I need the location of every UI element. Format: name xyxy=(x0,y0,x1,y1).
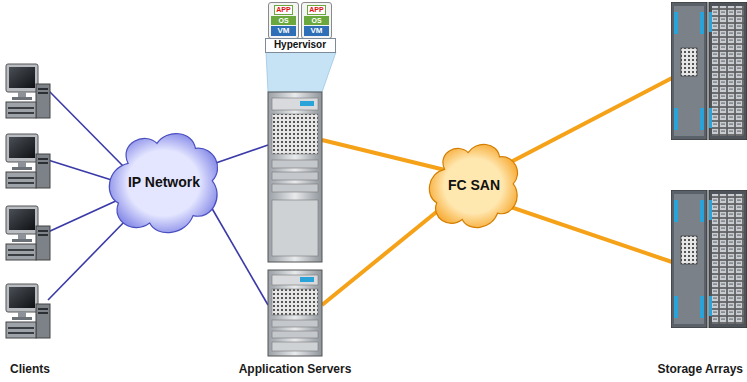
fc-san-cloud: FC SAN xyxy=(425,138,523,232)
hypervisor-bar: Hypervisor xyxy=(265,38,336,53)
node-text: OS xyxy=(304,16,329,25)
node-text: VM xyxy=(271,26,296,36)
node-text: Hypervisor xyxy=(270,39,331,51)
ip-network-cloud: IP Network xyxy=(104,126,224,238)
node-text: IP Network xyxy=(128,174,200,191)
node-text: APP xyxy=(307,5,326,15)
node-text: APP xyxy=(274,5,293,15)
group-label: Application Servers xyxy=(239,362,352,376)
cloud-text-group: FC SAN xyxy=(448,177,500,194)
virtual-machine: APPOSVM xyxy=(301,2,332,39)
group-label: Clients xyxy=(10,362,50,376)
virtual-machine: APPOSVM xyxy=(268,2,299,39)
cloud-text-group: IP Network xyxy=(128,174,200,191)
node-text: FC SAN xyxy=(448,177,500,194)
node-text: VM xyxy=(304,26,329,36)
node-text: OS xyxy=(271,16,296,25)
group-label: Storage Arrays xyxy=(657,362,743,376)
